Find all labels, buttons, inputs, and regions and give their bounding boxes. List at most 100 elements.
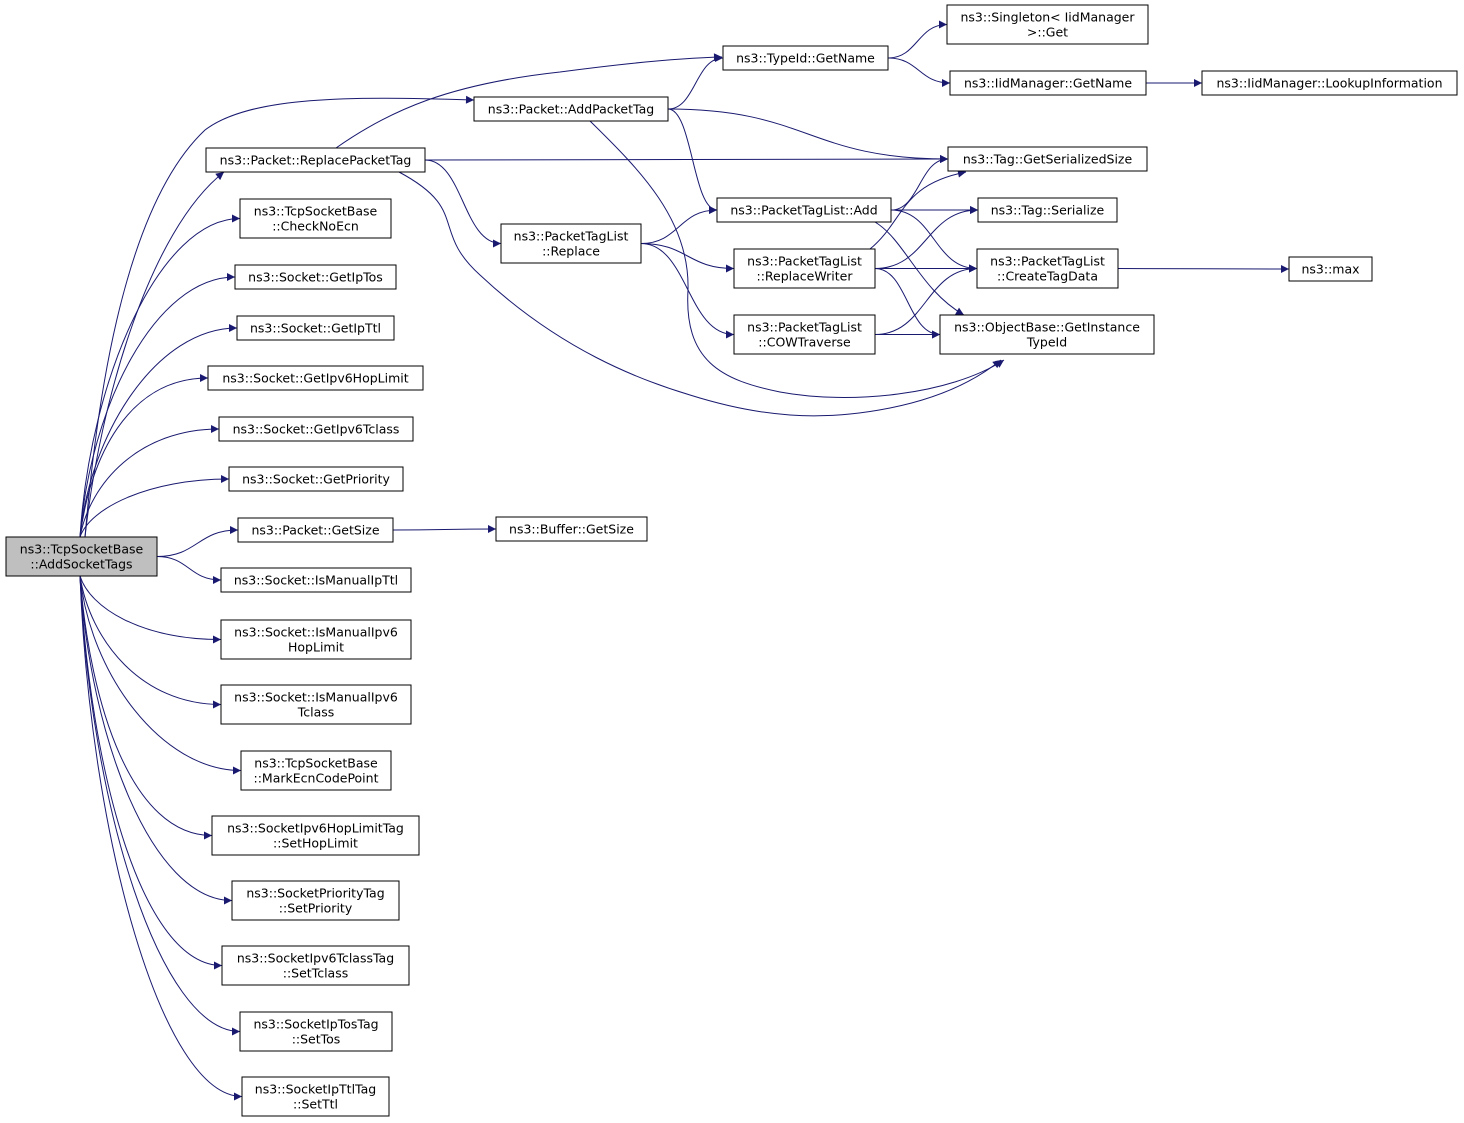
node-box	[228, 466, 404, 492]
node-label: ns3::PacketTagList	[747, 254, 862, 269]
node-box	[237, 517, 394, 543]
edge-root-to-markEcnCodePoint	[79, 575, 242, 775]
node-label: ::SetTclass	[283, 966, 349, 981]
node-isManualIpTtl[interactable]: ns3::Socket::IsManualIpTtl	[220, 567, 412, 593]
node-box	[221, 945, 410, 986]
node-getIpTos[interactable]: ns3::Socket::GetIpTos	[234, 264, 397, 290]
node-box	[240, 750, 392, 791]
node-getPriority[interactable]: ns3::Socket::GetPriority	[228, 466, 404, 492]
node-label: Tclass	[297, 705, 335, 720]
node-box	[977, 197, 1118, 223]
node-box	[220, 684, 412, 725]
node-replacePacketTag[interactable]: ns3::Packet::ReplacePacketTag	[205, 147, 426, 173]
node-box	[1288, 256, 1373, 282]
node-box	[220, 567, 412, 593]
node-setTtl[interactable]: ns3::SocketIpTtlTag::SetTtl	[241, 1076, 390, 1117]
node-setPriority[interactable]: ns3::SocketPriorityTag::SetPriority	[231, 880, 400, 921]
node-packetGetSize[interactable]: ns3::Packet::GetSize	[237, 517, 394, 543]
node-root[interactable]: ns3::TcpSocketBase::AddSocketTags	[5, 536, 158, 577]
node-packetTagListAdd[interactable]: ns3::PacketTagList::Add	[716, 197, 892, 223]
node-setTclass[interactable]: ns3::SocketIpv6TclassTag::SetTclass	[221, 945, 410, 986]
node-label: ns3::IidManager::LookupInformation	[1216, 76, 1442, 91]
node-box	[205, 147, 426, 173]
node-label: ns3::PacketTagList	[990, 254, 1105, 269]
node-box	[239, 198, 392, 239]
node-label: ::AddSocketTags	[30, 557, 132, 572]
node-singletonGet[interactable]: ns3::Singleton< IidManager >::Get	[946, 4, 1149, 45]
node-markEcnCodePoint[interactable]: ns3::TcpSocketBase::MarkEcnCodePoint	[240, 750, 392, 791]
node-label: ns3::TcpSocketBase	[254, 204, 378, 219]
edge-packetTagListReplace-to-packetTagListAdd	[640, 206, 718, 244]
node-label: ns3::ObjectBase::GetInstance	[954, 320, 1140, 335]
node-label: ::COWTraverse	[758, 335, 851, 350]
node-getIpv6HopLimit[interactable]: ns3::Socket::GetIpv6HopLimit	[207, 365, 424, 391]
edge-packetGetSize-to-bufferGetSize	[392, 525, 497, 534]
node-label: ns3::SocketIpTosTag	[253, 1017, 378, 1032]
edge-root-to-getIpTtl	[79, 324, 238, 538]
node-box	[949, 70, 1147, 96]
node-createTagData[interactable]: ns3::PacketTagList::CreateTagData	[976, 248, 1119, 289]
edge-replacePacketTag-to-packetTagListReplace	[424, 159, 502, 248]
edge-root-to-packetGetSize	[156, 526, 239, 557]
node-label: ns3::TcpSocketBase	[20, 542, 144, 557]
node-box	[500, 223, 642, 264]
edge-replaceWriter-to-tagSerialize	[874, 206, 979, 269]
edge-root-to-isManualIpv6Tclass	[79, 575, 222, 709]
node-box	[218, 416, 414, 442]
edge-packetTagListReplace-to-replaceWriter	[640, 243, 735, 273]
node-box	[5, 536, 158, 577]
node-lookupInformation[interactable]: ns3::IidManager::LookupInformation	[1201, 70, 1458, 96]
node-label: ns3::Tag::Serialize	[991, 203, 1105, 218]
node-box	[220, 619, 412, 660]
node-label: ns3::Socket::IsManualIpTtl	[234, 573, 398, 588]
node-label: ns3::SocketIpv6TclassTag	[237, 951, 394, 966]
node-label: ns3::TypeId::GetName	[736, 51, 875, 66]
node-label: ns3::Packet::ReplacePacketTag	[220, 153, 412, 168]
node-box	[1201, 70, 1458, 96]
node-box	[231, 880, 400, 921]
node-checkNoEcn[interactable]: ns3::TcpSocketBase::CheckNoEcn	[239, 198, 392, 239]
edge-packetTagListAdd-to-createTagData	[890, 209, 978, 273]
node-label: ::SetHopLimit	[273, 836, 358, 851]
node-label: TypeId	[1026, 335, 1067, 350]
edge-root-to-setTtl	[79, 575, 243, 1101]
edge-cowTraverse-to-createTagData	[874, 264, 978, 335]
edge-addPacketTag-to-getInstanceTypeId	[589, 120, 1005, 398]
node-label: ns3::Singleton< IidManager	[960, 10, 1135, 25]
node-tagSerialize[interactable]: ns3::Tag::Serialize	[977, 197, 1118, 223]
edge-root-to-getIpv6Tclass	[79, 425, 220, 538]
node-label: ::MarkEcnCodePoint	[254, 771, 379, 786]
node-addPacketTag[interactable]: ns3::Packet::AddPacketTag	[473, 96, 669, 122]
node-max[interactable]: ns3::max	[1288, 256, 1373, 282]
node-label: ns3::Buffer::GetSize	[509, 522, 634, 537]
node-bufferGetSize[interactable]: ns3::Buffer::GetSize	[495, 516, 648, 542]
node-setHopLimit[interactable]: ns3::SocketIpv6HopLimitTag::SetHopLimit	[211, 815, 420, 856]
node-label: ::SetTos	[292, 1032, 341, 1047]
node-box	[234, 264, 397, 290]
node-box	[947, 146, 1148, 172]
node-label: ns3::Socket::GetIpTtl	[250, 321, 381, 336]
edge-packetTagListAdd-to-tagGetSerializedSize	[890, 155, 949, 211]
node-cowTraverse[interactable]: ns3::PacketTagList::COWTraverse	[733, 314, 876, 355]
node-getIpTtl[interactable]: ns3::Socket::GetIpTtl	[236, 315, 395, 341]
edge-packetTagListAdd-to-getInstanceTypeId	[874, 221, 965, 316]
node-box	[733, 248, 876, 289]
edge-replaceWriter-to-tagGetSerializedSize	[869, 169, 967, 250]
node-typeIdGetName[interactable]: ns3::TypeId::GetName	[722, 45, 889, 71]
node-label: ns3::Packet::AddPacketTag	[488, 102, 654, 117]
node-packetTagListReplace[interactable]: ns3::PacketTagList::Replace	[500, 223, 642, 264]
node-tagGetSerializedSize[interactable]: ns3::Tag::GetSerializedSize	[947, 146, 1148, 172]
edge-layer	[79, 20, 1290, 1101]
node-iidGetName[interactable]: ns3::IidManager::GetName	[949, 70, 1147, 96]
node-box	[239, 1011, 393, 1052]
node-layer: ns3::TcpSocketBase::AddSocketTags ns3::Pa…	[5, 4, 1458, 1117]
edge-typeIdGetName-to-iidGetName	[887, 57, 951, 87]
node-replaceWriter[interactable]: ns3::PacketTagList::ReplaceWriter	[733, 248, 876, 289]
node-getIpv6Tclass[interactable]: ns3::Socket::GetIpv6Tclass	[218, 416, 414, 442]
edge-addPacketTag-to-typeIdGetName	[667, 54, 724, 110]
node-setTos[interactable]: ns3::SocketIpTosTag::SetTos	[239, 1011, 393, 1052]
